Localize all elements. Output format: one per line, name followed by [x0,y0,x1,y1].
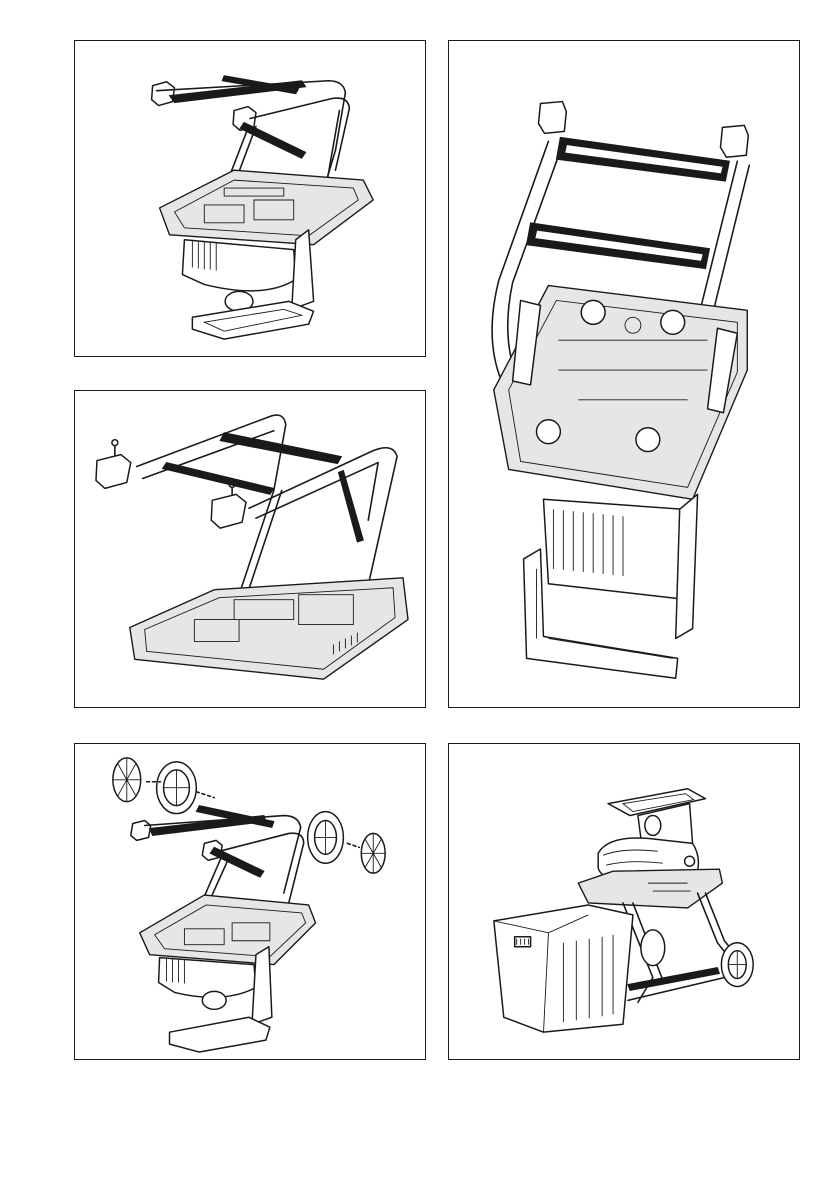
frame-upside-down-illustration [75,41,425,356]
assembled-shredder-with-bin-illustration [449,744,799,1059]
figure-4-panel [74,743,426,1060]
wheel-cover-left-icon [113,758,141,802]
wheel-right-icon [308,812,344,864]
figure-5-panel [448,743,800,1060]
figure-3-panel [448,40,800,708]
figure-2-panel [74,390,426,708]
wheel-left-icon [157,762,197,814]
wheel-cover-right-icon [361,833,385,873]
figure-1-panel [74,40,426,357]
wheels-fitting-illustration [75,744,425,1059]
frame-fitting-feet-screws-illustration [75,391,425,707]
frame-mounted-on-motor-unit-illustration [449,41,799,707]
wheel-icon [721,943,753,987]
